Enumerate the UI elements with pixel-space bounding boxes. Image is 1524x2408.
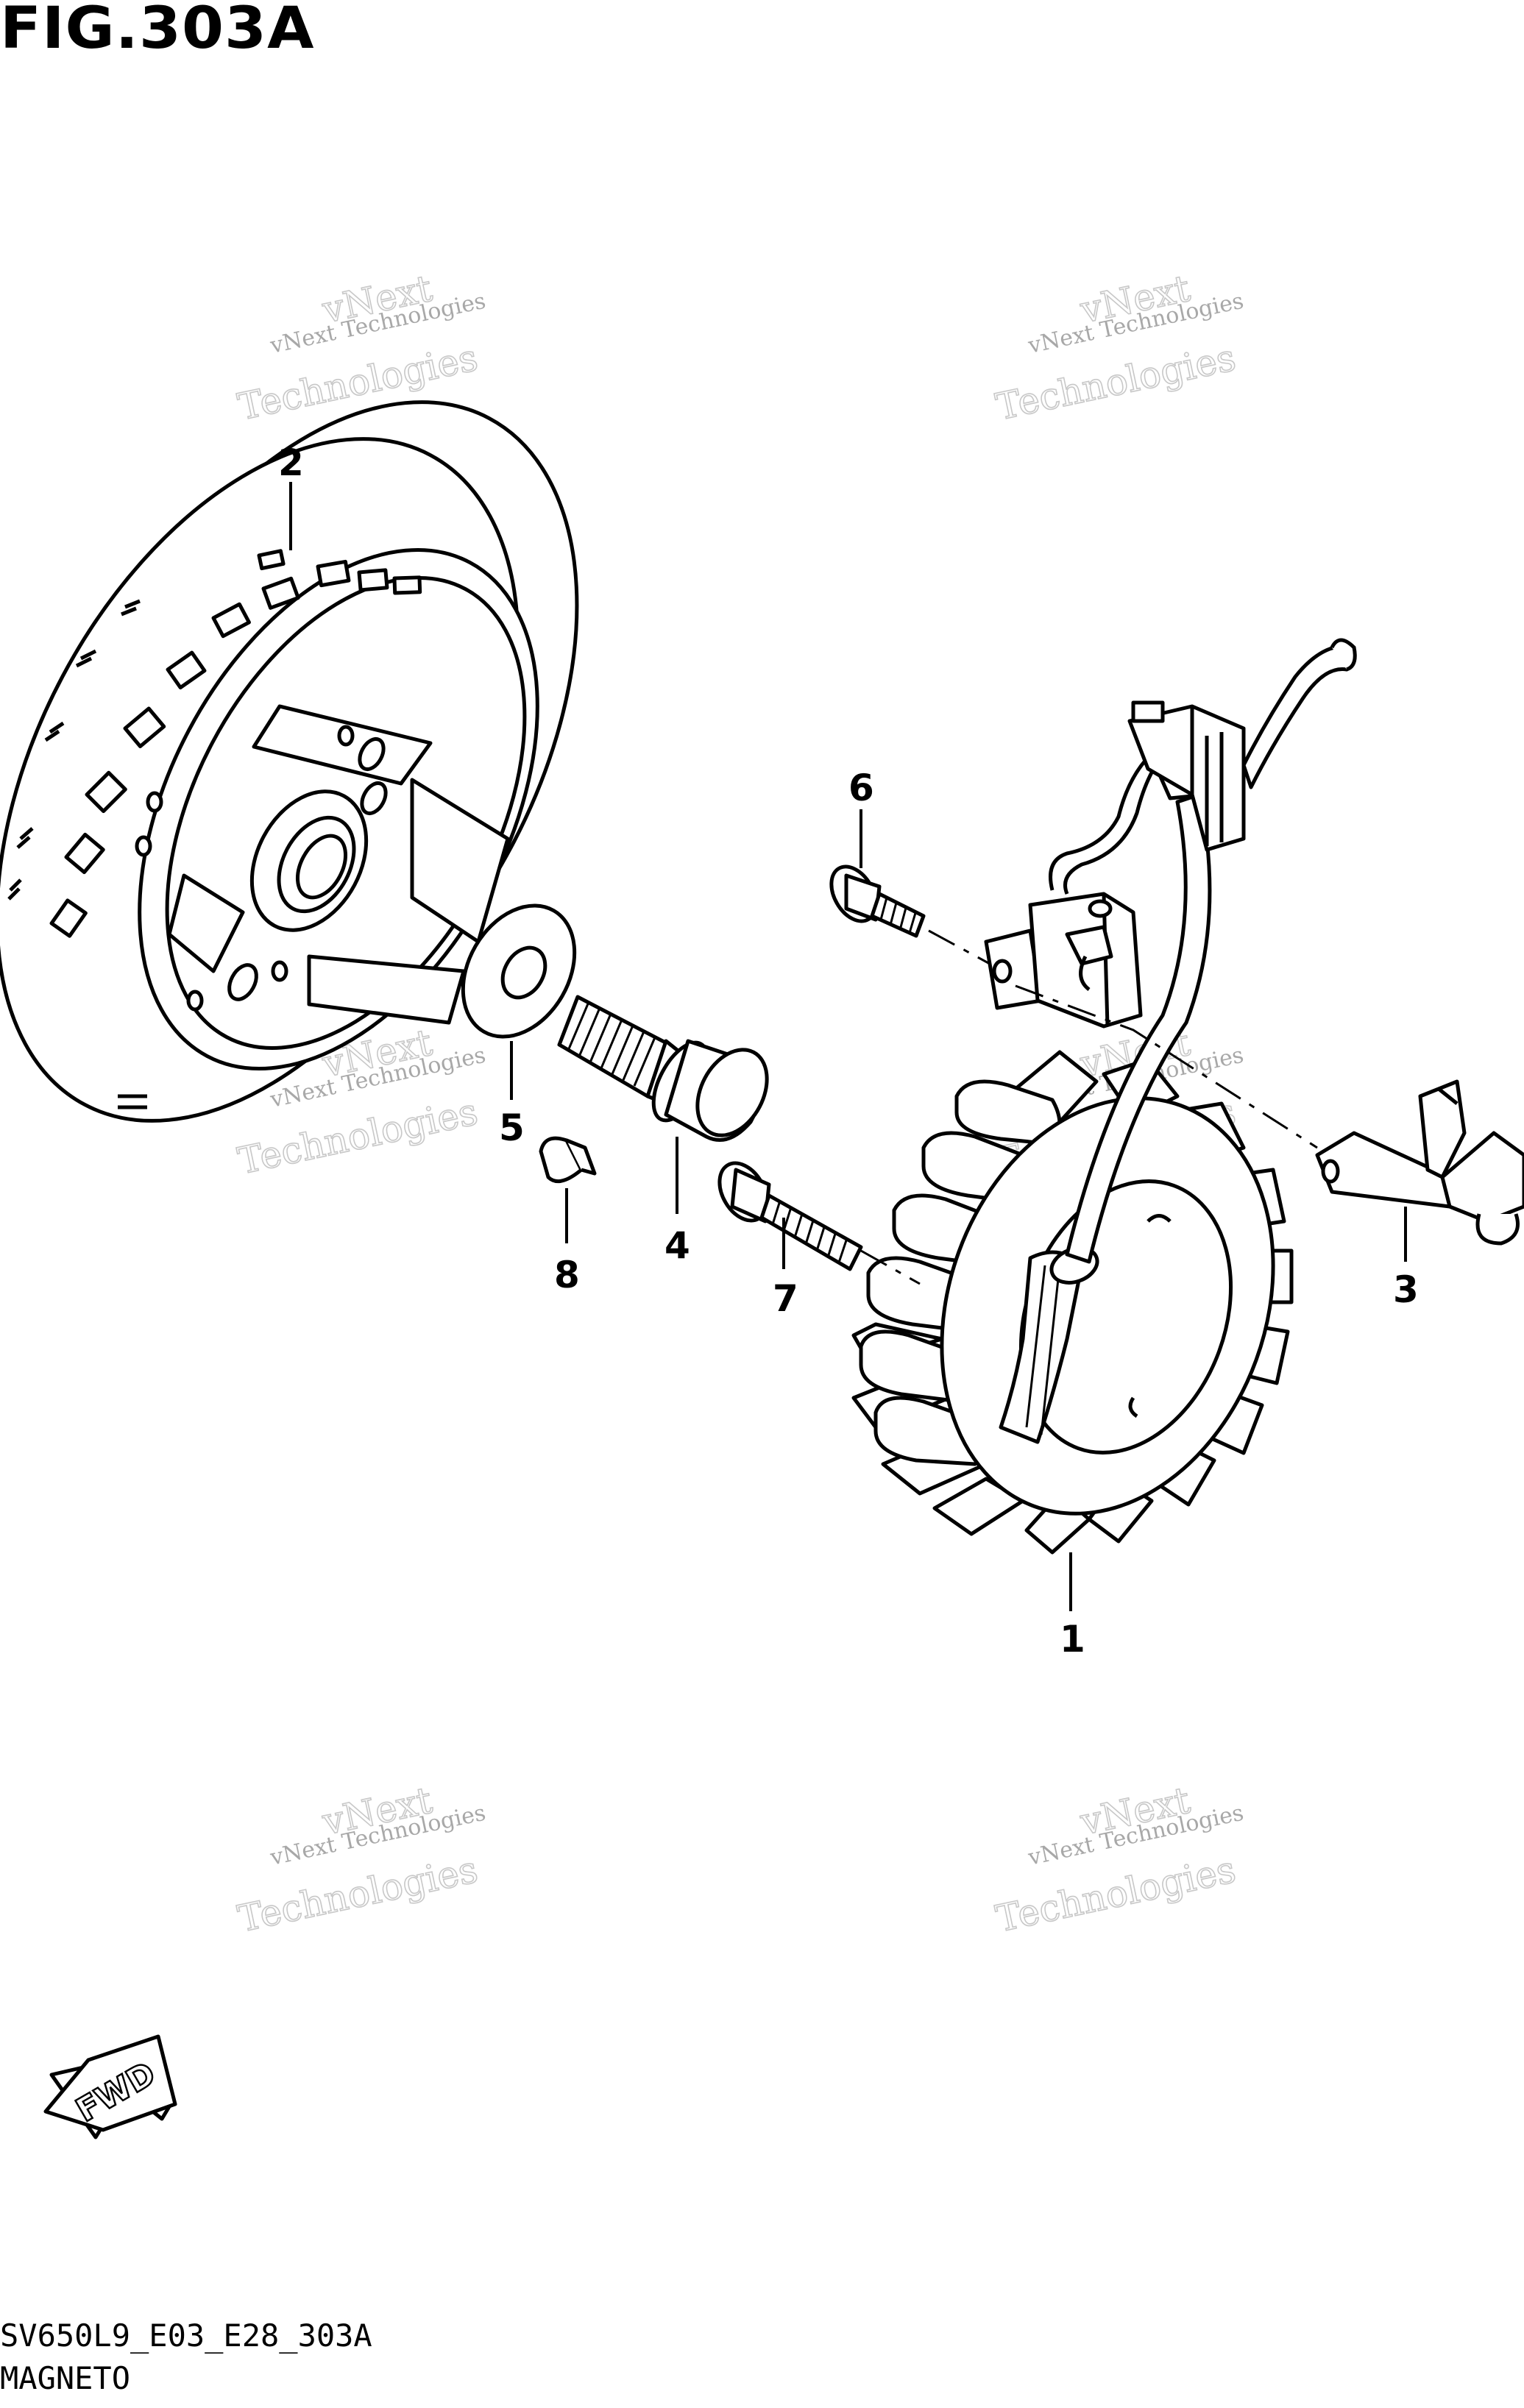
callout-2: 2 <box>278 441 304 484</box>
washer <box>461 903 577 1039</box>
forward-arrow-icon: FWD <box>43 2034 177 2139</box>
watermark-bottom-right: vNext Technologies vNext Technologies <box>992 1778 1247 1941</box>
diagram-code: SV650L9_E03_E28_303A <box>0 2318 372 2354</box>
callout-4: 4 <box>664 1224 690 1267</box>
wire-bracket <box>1315 1079 1524 1246</box>
callout-5: 5 <box>499 1107 525 1149</box>
leader-lines <box>289 482 1407 1611</box>
diagram-name: MAGNETO <box>0 2360 131 2396</box>
small-screw <box>829 864 926 938</box>
woodruff-key <box>539 1136 597 1184</box>
callout-1: 1 <box>1060 1618 1085 1661</box>
watermark-top-left: vNext Technologies vNext Technologies <box>234 266 489 429</box>
watermark-bottom-left: vNext Technologies vNext Technologies <box>234 1778 489 1941</box>
callout-3: 3 <box>1393 1268 1419 1311</box>
alignment-lines <box>860 929 1318 1285</box>
stator-screw <box>717 1161 863 1271</box>
stator <box>851 638 1357 1555</box>
rotor-bolt <box>557 995 769 1142</box>
callout-7: 7 <box>773 1277 798 1320</box>
watermark-top-right: vNext Technologies vNext Technologies <box>992 266 1247 429</box>
flywheel-rotor <box>0 400 579 1123</box>
callout-6: 6 <box>848 767 874 809</box>
figure-title: FIG.303A <box>0 0 315 62</box>
callout-8: 8 <box>554 1254 580 1296</box>
